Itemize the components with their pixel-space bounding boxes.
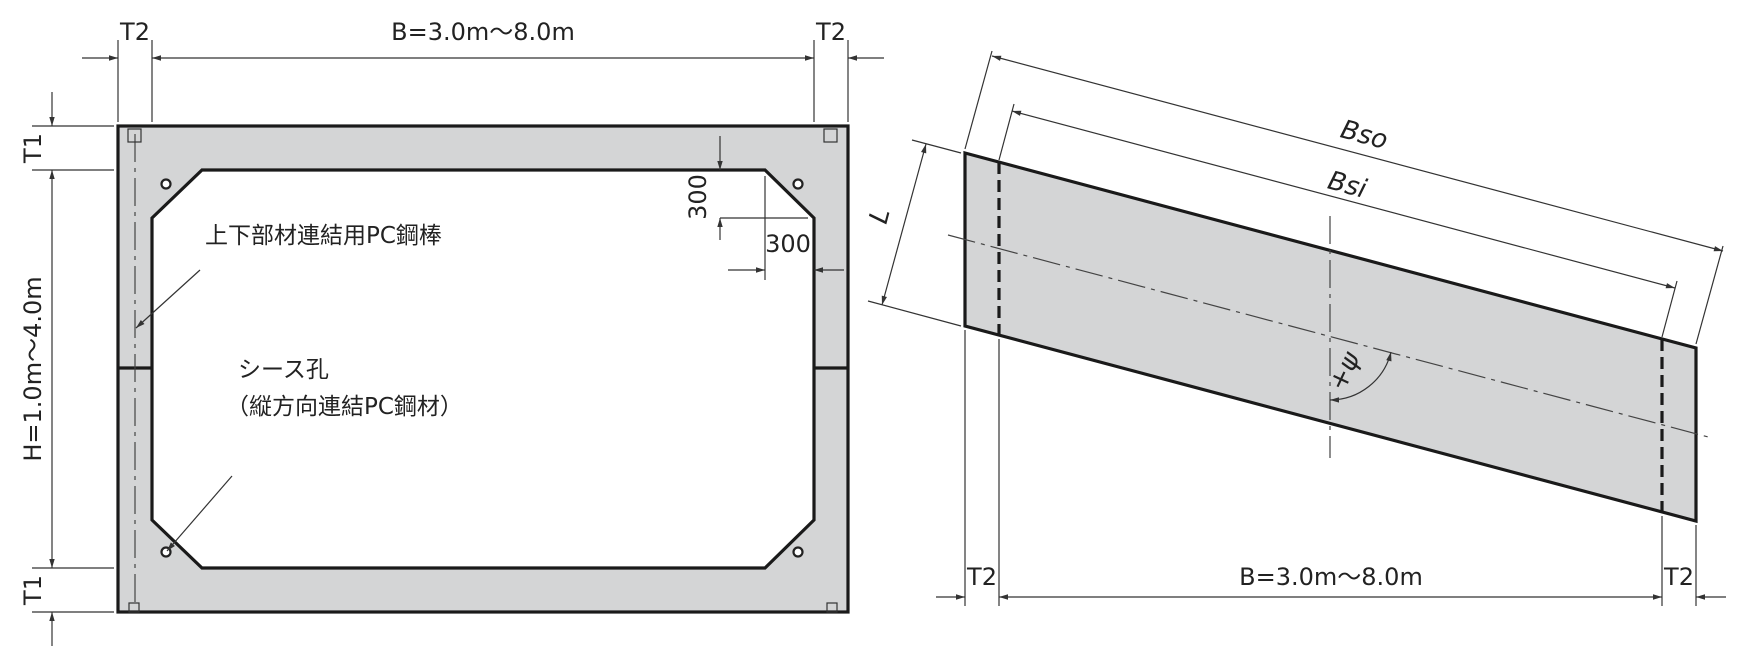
- dim-t1-bottom: T1: [19, 575, 47, 606]
- cross-section-view: T2 B=3.0m～8.0m T2 T1 H=1.0m～4.0m T1 300: [19, 18, 884, 646]
- dim-h-range: H=1.0m～4.0m: [19, 276, 47, 461]
- box-culvert-body: [118, 126, 848, 612]
- leader-sheath: [166, 475, 233, 552]
- anchor-square-tr: [823, 128, 838, 143]
- skew-slab: [965, 153, 1696, 521]
- dim-t2-top-left: T2: [119, 18, 150, 46]
- dim-t2-bottom-right: T2: [1663, 563, 1694, 591]
- left-dimension: T1 H=1.0m～4.0m T1: [19, 92, 114, 646]
- dim-b-range-bottom: B=3.0m～8.0m: [1239, 563, 1423, 591]
- inner-haunch-outline: [150, 168, 816, 570]
- anchor-square-tl: [127, 128, 142, 143]
- sheath-hole-tr: [792, 178, 804, 190]
- sheath-hole-br: [792, 546, 804, 558]
- skew-angle-arc: [1329, 351, 1392, 403]
- dim-line-l: [881, 143, 927, 306]
- dim-haunch-horizontal: 300: [765, 230, 811, 258]
- anchor-square-bl: [128, 602, 140, 613]
- dim-t2-bottom-left: T2: [966, 563, 997, 591]
- dim-t2-top-right: T2: [815, 18, 846, 46]
- skew-plan-view: +ψ Bso Bsi L T2 B=3.0m～8.0m T2: [864, 50, 1726, 606]
- haunch-dimension: 300 300: [684, 136, 844, 280]
- outer-outline: [116, 124, 850, 614]
- sheath-hole-tl: [160, 178, 172, 190]
- note-pc-bar: 上下部材連結用PC鋼棒: [205, 223, 442, 249]
- top-dimension: T2 B=3.0m～8.0m T2: [82, 18, 884, 122]
- dim-bsi: Bsi: [1325, 166, 1371, 205]
- dim-line-bsi: [1011, 110, 1676, 289]
- note-sheath-material: （縦方向連結PC鋼材）: [226, 394, 463, 420]
- dim-l: L: [864, 205, 897, 227]
- leader-pc-bar: [135, 269, 201, 329]
- dim-b-range-top: B=3.0m～8.0m: [391, 18, 575, 46]
- note-sheath-hole: シース孔: [238, 357, 329, 383]
- dim-haunch-vertical: 300: [684, 174, 712, 220]
- dim-t1-top: T1: [19, 133, 47, 164]
- anchor-square-br: [826, 602, 838, 613]
- bottom-dimension: T2 B=3.0m～8.0m T2: [936, 330, 1726, 606]
